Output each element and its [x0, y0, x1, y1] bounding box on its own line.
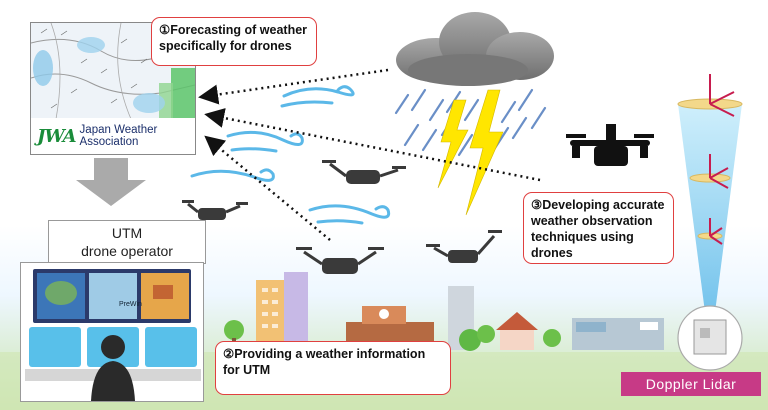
- callout-forecasting: ①Forecasting of weather specifically for…: [151, 17, 317, 66]
- jwa-logo-mark: JWA: [37, 125, 77, 147]
- city-buildings: [224, 272, 664, 351]
- down-arrow-icon: [76, 158, 146, 206]
- drone-icon: [426, 230, 502, 263]
- callout-providing: ②Providing a weather information for UTM: [215, 341, 451, 395]
- screen-label: PreWin: [119, 301, 142, 308]
- observation-drone-icon: [566, 124, 654, 166]
- doppler-lidar-label: Doppler Lidar: [621, 372, 761, 396]
- operator-room-illustration: [25, 269, 201, 401]
- utm-subtitle: drone operator: [81, 243, 173, 259]
- operator-room: PreWin: [20, 262, 204, 402]
- doppler-lidar-device: [677, 305, 743, 371]
- drone-icon: [322, 160, 406, 184]
- callout-developing: ③Developing accurate weather observation…: [523, 192, 674, 264]
- rain-streaks: [394, 88, 547, 157]
- wind-vector-icon: [709, 74, 735, 245]
- lightning-icon: [437, 89, 504, 216]
- utm-operator-label: UTM drone operator: [48, 220, 206, 264]
- storm-cloud: [396, 12, 554, 86]
- drone-icon: [296, 247, 384, 274]
- wind-swirls: [190, 85, 391, 225]
- utm-title: UTM: [111, 225, 143, 241]
- jwa-logo: JWA Japan Weather Association: [30, 118, 196, 155]
- jwa-logo-name: Japan Weather Association: [79, 124, 158, 148]
- drone-icon: [182, 200, 248, 220]
- data-flow-arrows: [198, 68, 541, 241]
- lidar-beam-cone: [677, 98, 743, 320]
